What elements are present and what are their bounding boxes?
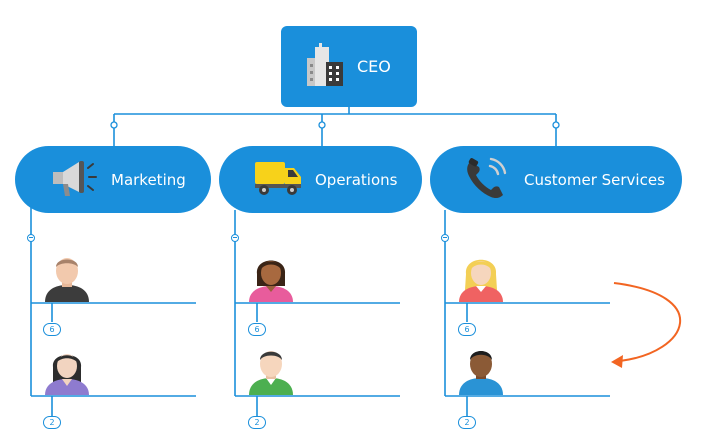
- collapse-toggle-customer-services[interactable]: [441, 234, 449, 242]
- person-avatar-male[interactable]: [247, 345, 295, 399]
- department-node-customer-services[interactable]: Customer Services: [430, 146, 682, 213]
- person-avatar-female[interactable]: [43, 345, 91, 399]
- count-badge[interactable]: 2: [43, 416, 61, 429]
- ceo-label: CEO: [357, 57, 391, 76]
- count-badge[interactable]: 6: [248, 323, 266, 336]
- truck-icon: [253, 158, 303, 202]
- person-avatar-male[interactable]: [43, 252, 91, 306]
- phone-icon: [464, 156, 512, 204]
- megaphone-icon: [51, 158, 99, 202]
- department-node-operations[interactable]: Operations: [219, 146, 422, 213]
- person-avatar-male[interactable]: [457, 345, 505, 399]
- person-avatar-female[interactable]: [457, 252, 505, 306]
- count-badge[interactable]: 2: [248, 416, 266, 429]
- count-badge[interactable]: 2: [458, 416, 476, 429]
- collapse-toggle-operations[interactable]: [231, 234, 239, 242]
- person-avatar-female[interactable]: [247, 252, 295, 306]
- department-label: Operations: [315, 170, 398, 189]
- collapse-toggle-marketing[interactable]: [27, 234, 35, 242]
- move-arrow-head: [611, 355, 623, 368]
- count-badge[interactable]: 6: [43, 323, 61, 336]
- ceo-node[interactable]: CEO: [281, 26, 417, 107]
- count-badge[interactable]: 6: [458, 323, 476, 336]
- department-label: Marketing: [111, 170, 186, 189]
- building-icon: [301, 42, 347, 92]
- department-label: Customer Services: [524, 170, 665, 189]
- move-arrow: [613, 282, 681, 362]
- department-node-marketing[interactable]: Marketing: [15, 146, 211, 213]
